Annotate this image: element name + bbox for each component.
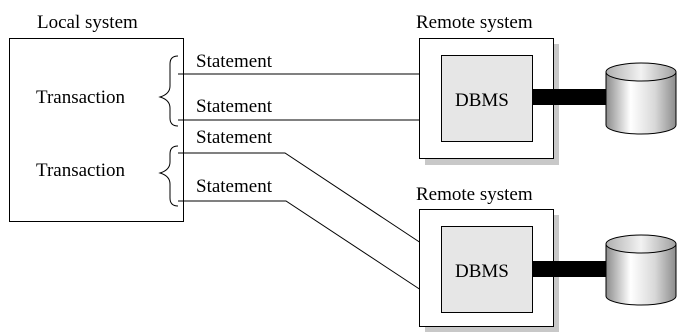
remote-system-title-1: Remote system — [416, 12, 533, 33]
dbms-label-1: DBMS — [455, 90, 509, 111]
transaction-label-2: Transaction — [36, 160, 126, 181]
database-cylinder-icon — [605, 62, 677, 135]
dbms-label-2: DBMS — [455, 261, 509, 282]
dbms-box-1 — [441, 55, 533, 142]
arrow-statement-4 — [178, 200, 431, 297]
statement-label-2: Statement — [196, 96, 273, 117]
local-system: Local system Transaction Transaction — [9, 12, 184, 222]
transaction-label-1: Transaction — [36, 87, 126, 108]
dbms-box-2 — [441, 226, 533, 313]
remote-system-1: Remote system DBMS — [416, 12, 677, 165]
remote-system-2: Remote system DBMS — [416, 184, 677, 332]
database-cylinder-icon — [605, 234, 677, 306]
statement-label-1: Statement — [196, 51, 273, 72]
remote-system-title-2: Remote system — [416, 184, 533, 205]
local-system-box — [9, 38, 184, 222]
brace-transaction-2 — [158, 145, 179, 207]
local-system-title: Local system — [37, 12, 138, 33]
arrow-statement-3 — [178, 152, 431, 250]
statement-arrows — [178, 73, 431, 297]
statement-label-3: Statement — [196, 127, 273, 148]
brace-transaction-1 — [158, 55, 179, 127]
statement-label-4: Statement — [196, 176, 273, 197]
db-connector-2 — [533, 261, 612, 277]
db-connector-1 — [533, 89, 612, 105]
